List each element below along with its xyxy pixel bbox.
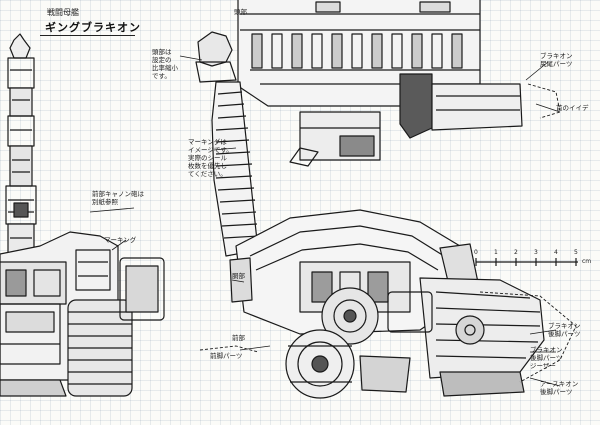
shadow-outline (199, 83, 577, 383)
scale-tick-0: 0 (474, 249, 478, 256)
title-name: ギングブラキオン (45, 21, 141, 34)
note-head-side: 頭部 (234, 8, 247, 16)
carrier-ship-top (237, 0, 523, 167)
note-bracchio-parts: ブラキオン 尻尾パーツ (540, 52, 573, 68)
note-rear-leg-c: アースキオン 後脚パーツ (540, 380, 579, 396)
note-hook: 首のイイデ (556, 104, 589, 112)
front-view-treads (0, 257, 165, 397)
note-rear-leg-b: ブラキオン 後脚パーツ ジーザー (530, 346, 563, 370)
brachio-body (229, 209, 481, 335)
note-marking-short: マーキング (104, 236, 137, 244)
scale-tick-4: 4 (554, 249, 558, 256)
scale-tick-3: 3 (534, 249, 538, 256)
note-front-parts: 前脚パーツ (210, 352, 243, 360)
scale-tick-1: 1 (494, 249, 498, 256)
note-front-cannon: 前部キャノン砲は 別紙参照 (92, 190, 144, 206)
note-rear-leg-a: ブラキオン 後脚パーツ (548, 322, 581, 338)
scale-tick-5: 5 (574, 249, 578, 256)
title-subtitle: 戦闘母艦 (47, 8, 79, 17)
scale-tick-2: 2 (514, 249, 518, 256)
brachio-neck-head (195, 31, 259, 257)
brachio-rear-treads (419, 277, 545, 397)
front-view-tower (5, 33, 37, 255)
note-body-side: 胴部 (232, 272, 245, 280)
brachio-front-wheels (285, 287, 433, 399)
leader-lines (89, 55, 561, 387)
note-marking: マーキングは イメージです。 実際のシール 枚数を優先し てください。 (188, 138, 233, 178)
note-neck-head: 頭部は 設定の 比率縮小 です。 (152, 48, 178, 80)
title-underline (40, 35, 135, 36)
scale-bar (475, 258, 578, 266)
scale-unit: cm (582, 258, 592, 265)
note-front-side: 前部 (232, 334, 245, 342)
